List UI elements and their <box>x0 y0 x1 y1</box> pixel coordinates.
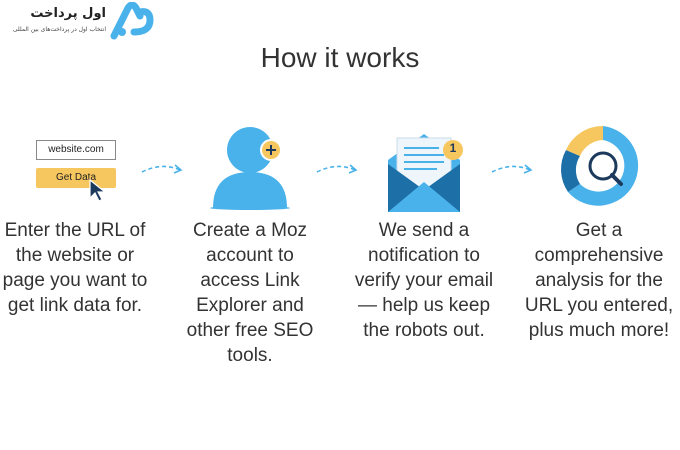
url-form-icon: website.com Get Data <box>0 120 150 215</box>
get-data-button[interactable]: Get Data <box>36 168 116 188</box>
badge-icon <box>443 140 463 160</box>
step-description: Enter the URL of the website or page you… <box>2 220 148 316</box>
cursor-icon <box>89 178 107 202</box>
step-description: Get a comprehensive analysis for the URL… <box>524 220 674 341</box>
step-description: Create a Moz account to access Link Expl… <box>186 220 314 366</box>
email-notification-icon <box>388 134 460 212</box>
page-title: How it works <box>260 42 420 73</box>
dashed-arrow-icon <box>491 164 533 174</box>
analysis-chart-icon <box>560 125 639 206</box>
url-input[interactable]: website.com <box>36 140 116 160</box>
dashed-arrow-icon <box>141 164 183 174</box>
step-description: We send a notification to verify your em… <box>354 220 494 341</box>
logo-tagline: انتخاب اول در پرداخت‌های بین المللی <box>12 26 106 33</box>
brand-logo[interactable]: اول پرداخت انتخاب اول در پرداخت‌های بین … <box>2 2 154 42</box>
user-add-icon <box>210 127 290 210</box>
notification-badge: 1 <box>449 141 457 155</box>
logo-mark-icon <box>110 2 154 40</box>
logo-name: اول پرداخت <box>30 6 106 21</box>
dashed-arrow-icon <box>316 164 358 174</box>
